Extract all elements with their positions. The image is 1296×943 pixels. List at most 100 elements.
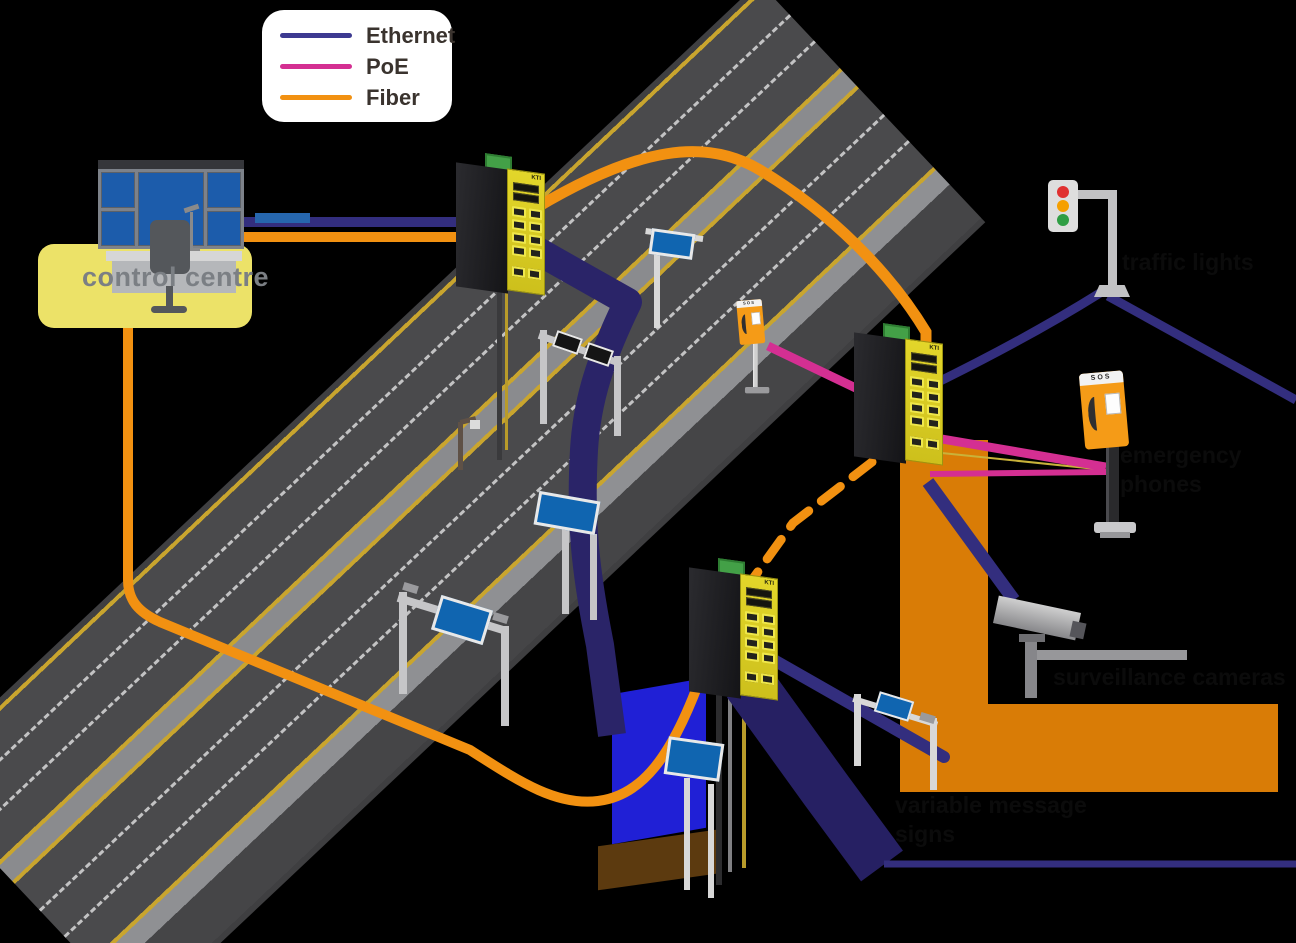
mounting-pole xyxy=(497,290,502,460)
amber-light xyxy=(1057,200,1069,212)
screen-tile xyxy=(207,172,241,208)
gantry-camera-icon xyxy=(492,611,509,625)
phone-base xyxy=(744,387,770,394)
camera-mount xyxy=(1019,634,1045,642)
rj45-port xyxy=(745,650,759,662)
blue-road-sign xyxy=(532,490,622,627)
camera-pole xyxy=(1025,640,1037,698)
sos-sign: SOS xyxy=(1078,370,1124,387)
traffic-light-arm xyxy=(1074,190,1116,199)
legend: Ethernet PoE Fiber xyxy=(262,10,456,122)
rj45-port-grid xyxy=(512,206,542,260)
sfp-slot xyxy=(911,362,937,374)
rj45-port-grid xyxy=(910,376,940,430)
mounting-pole xyxy=(728,692,732,872)
cameras-label: surveillance cameras xyxy=(1053,664,1286,690)
emergency-phone-label-line1: emergency xyxy=(1120,442,1242,468)
poe-link-switch2-to-sos-phone xyxy=(929,432,1107,472)
poe-cable-highlight xyxy=(931,451,1107,471)
rj45-port xyxy=(745,624,759,636)
video-wall-column xyxy=(207,172,241,246)
mounting-pole xyxy=(742,690,746,868)
sfp-slot xyxy=(746,597,772,609)
combo-port xyxy=(512,266,525,278)
rj45-port xyxy=(528,221,542,234)
screen-tile xyxy=(101,172,135,208)
rj45-port xyxy=(926,417,940,430)
gantry-pole xyxy=(854,694,861,766)
screen-tile xyxy=(101,210,135,246)
rj45-port xyxy=(512,245,526,257)
red-light xyxy=(1057,186,1069,198)
combo-port xyxy=(926,438,939,451)
control-centre: control centre xyxy=(38,156,269,342)
ethernet-link-traffic-light-east xyxy=(1105,292,1296,404)
poe-switch-1: KTI xyxy=(455,153,547,299)
sign-pole xyxy=(654,254,660,328)
rj45-port xyxy=(926,391,940,404)
traffic-light-head xyxy=(1048,180,1078,232)
blue-sign-panel xyxy=(430,594,494,646)
street-lamp-head xyxy=(470,420,480,429)
fiber-line-swatch xyxy=(280,95,352,100)
mounting-pole xyxy=(716,695,722,885)
desk-lamp-base xyxy=(182,248,200,252)
switch-logo: KTI xyxy=(531,174,541,183)
rj45-port xyxy=(512,219,526,231)
traffic-light-base xyxy=(1094,285,1130,297)
fiber-link-dashed-switch2-to-switch3 xyxy=(747,457,877,585)
rj45-port xyxy=(926,378,940,391)
fiber-ring-return-link xyxy=(123,305,709,807)
rj45-port xyxy=(528,247,542,260)
blue-road-sign-bottom xyxy=(663,736,734,903)
mounting-pole xyxy=(505,292,508,450)
ethernet-band-switch3-south xyxy=(726,666,903,882)
screen-tile xyxy=(207,210,241,246)
rj45-port xyxy=(761,626,775,639)
vms-label-line2: signs xyxy=(895,821,956,848)
legend-row-ethernet: Ethernet xyxy=(280,20,456,51)
switch-logo: KTI xyxy=(764,579,774,588)
rj45-port xyxy=(528,234,542,247)
gantry-pole xyxy=(501,626,509,726)
switch-body xyxy=(689,567,741,699)
gantry-pole xyxy=(614,356,621,436)
vms-label: variable message signs xyxy=(895,791,1087,850)
vms-label-line1: variable message xyxy=(895,792,1087,818)
switch-front-panel: KTI xyxy=(905,338,943,466)
desk-lamp-pole xyxy=(190,212,193,250)
rj45-port xyxy=(512,206,526,218)
poe-link-switch2-to-median-phone xyxy=(766,341,866,397)
sos-sign: SOS xyxy=(736,298,763,309)
legend-label-ethernet: Ethernet xyxy=(366,22,456,48)
camera-lens xyxy=(1069,620,1087,640)
control-centre-label: control centre xyxy=(82,262,270,292)
switch-front-panel: KTI xyxy=(740,573,778,701)
vms-panel xyxy=(582,342,615,367)
combo-port xyxy=(528,268,541,281)
traffic-light xyxy=(1048,172,1158,302)
phone-box: SOS xyxy=(736,298,766,346)
phone-handset-icon xyxy=(740,314,752,335)
poe-link-switch2-to-sos-phone-2 xyxy=(929,469,1107,477)
sign-pole xyxy=(590,534,597,620)
rj45-port xyxy=(910,389,924,401)
combo-port xyxy=(910,436,923,448)
blue-road-sign-top xyxy=(642,228,712,328)
legend-label-poe: PoE xyxy=(366,53,409,79)
rj45-port xyxy=(761,652,775,665)
legend-row-fiber: Fiber xyxy=(280,82,452,113)
switch-body xyxy=(854,332,906,464)
rj45-port xyxy=(745,611,759,623)
poe-line-swatch xyxy=(280,64,352,69)
sos-emergency-phone: SOS xyxy=(1078,370,1162,547)
blue-sign-panel xyxy=(663,736,725,782)
sign-pole xyxy=(562,528,569,614)
poe-switch-2: KTI xyxy=(853,323,945,469)
rj45-port xyxy=(910,402,924,414)
phone-base xyxy=(1094,522,1136,533)
sign-pole xyxy=(708,784,714,898)
vms-panel xyxy=(551,330,584,355)
combo-port xyxy=(761,673,774,686)
